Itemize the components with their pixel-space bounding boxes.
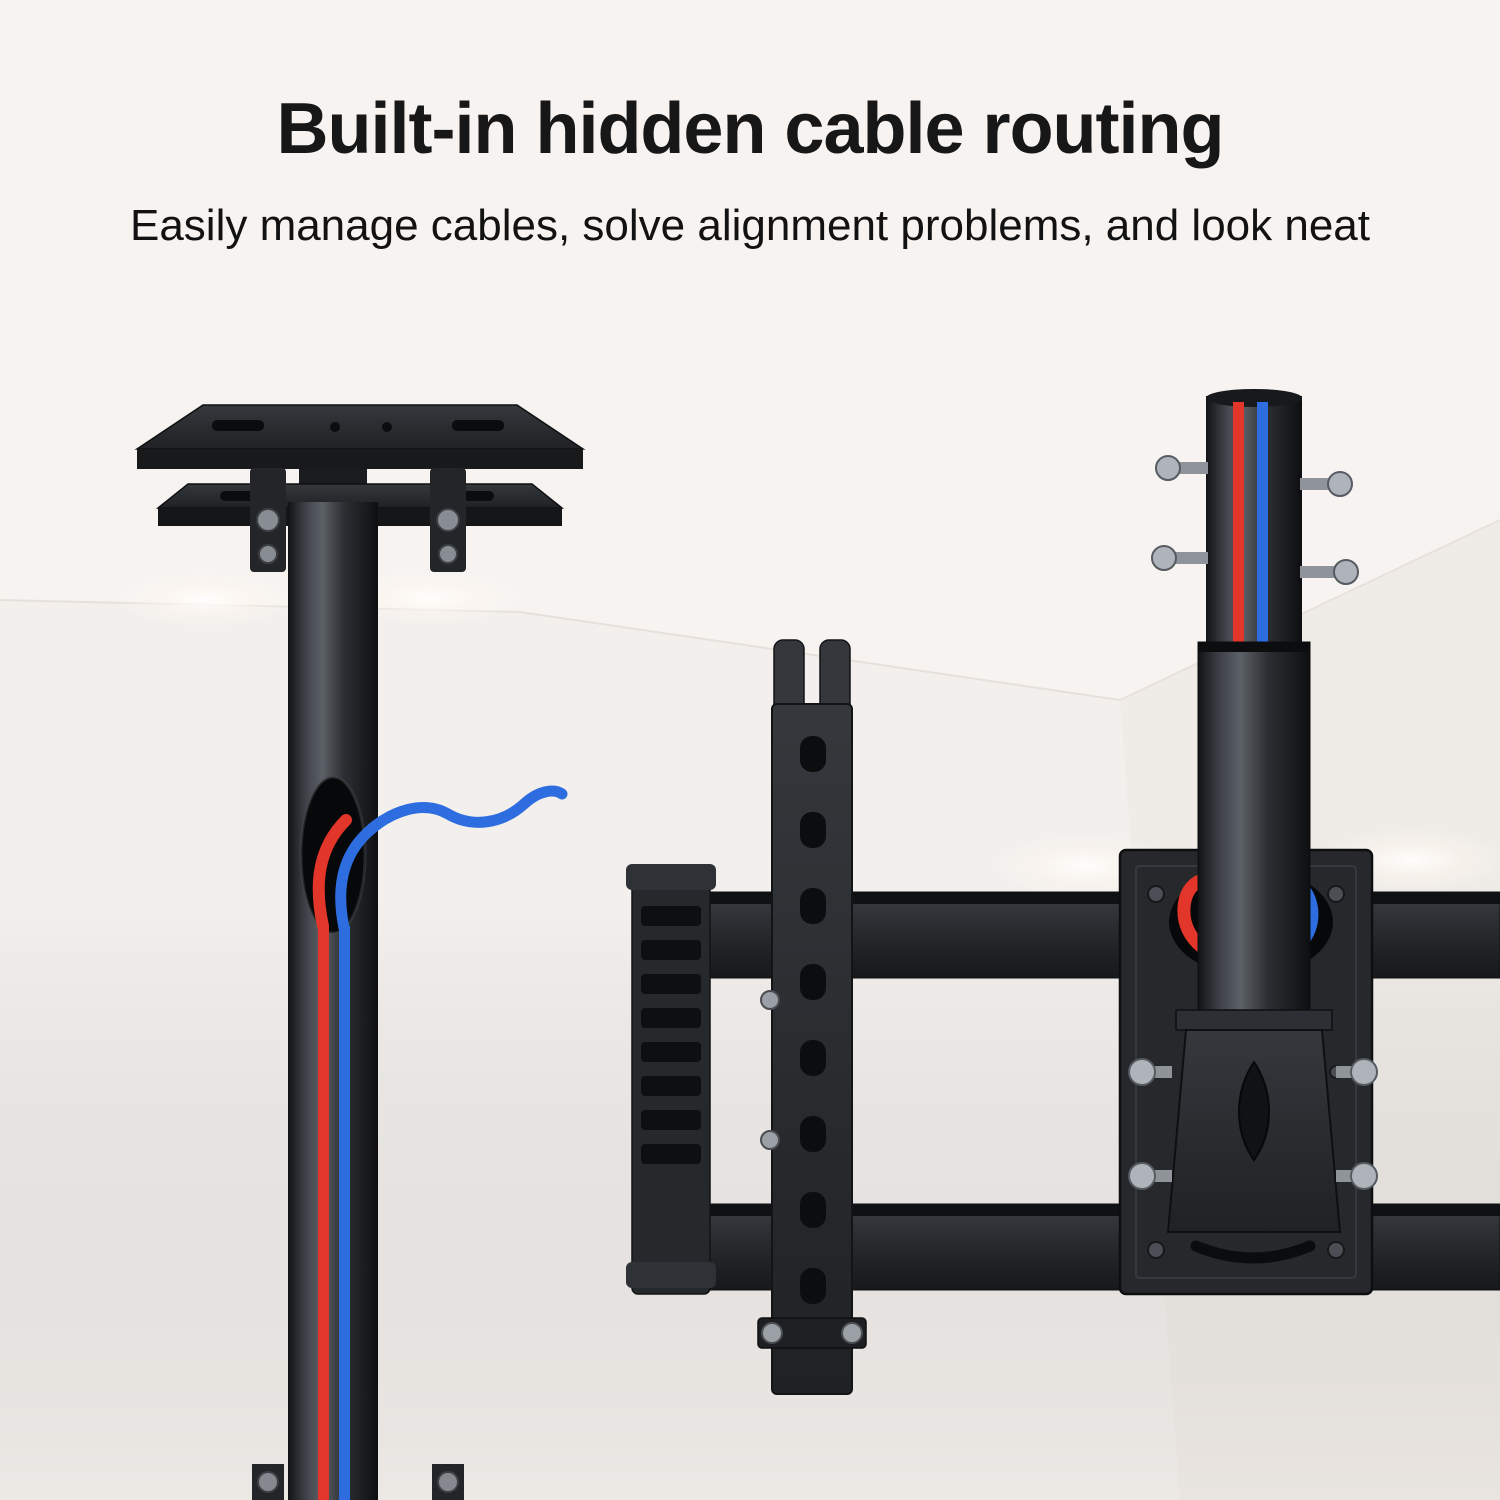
bracket-slot xyxy=(800,964,826,1000)
clamp-cutout xyxy=(1238,1060,1270,1162)
plate-hole xyxy=(382,422,392,432)
lower-pole-tube xyxy=(1197,641,1311,1035)
vent-slat xyxy=(641,940,701,960)
pole-top-cap xyxy=(1206,389,1302,407)
bolt xyxy=(258,544,278,564)
bolt-shaft xyxy=(1300,566,1344,578)
bracket-slot xyxy=(800,1192,826,1228)
bolt xyxy=(437,1471,459,1493)
blue-cable-run xyxy=(339,926,350,1500)
bracket-hook xyxy=(773,639,805,715)
headline: Built-in hidden cable routing xyxy=(276,89,1225,169)
plate-slot-curved xyxy=(1190,1240,1316,1264)
red-cable xyxy=(312,814,352,932)
ceiling-pole-assembly xyxy=(134,404,586,1500)
plate-screw xyxy=(1327,1241,1345,1259)
vent-slat xyxy=(641,906,701,926)
bracket-slot xyxy=(800,736,826,772)
plate-screw xyxy=(1327,885,1345,903)
bolt xyxy=(1128,1162,1156,1190)
red-cable-run xyxy=(318,926,329,1500)
bolt xyxy=(760,990,780,1010)
tube-seam xyxy=(1198,642,1310,652)
bolt xyxy=(761,1322,783,1344)
bolt xyxy=(257,1471,279,1493)
plate-screw xyxy=(1147,885,1165,903)
blue-cable xyxy=(335,785,568,934)
plate-slot xyxy=(212,420,264,431)
tv-bracket-assembly xyxy=(626,389,1500,1395)
locking-clip xyxy=(757,1317,867,1349)
ceiling-light-glow xyxy=(340,570,520,626)
bolt xyxy=(1327,471,1353,497)
vent-slat xyxy=(641,1008,701,1028)
bracket-slot xyxy=(800,1116,826,1152)
clamp-flange xyxy=(1175,1009,1333,1031)
bracket-slot xyxy=(800,888,826,924)
ceiling-light-glow xyxy=(115,572,295,628)
red-cable-run xyxy=(1233,402,1244,660)
bracket-slot xyxy=(800,1268,826,1304)
bolt-shaft xyxy=(1300,478,1336,490)
ceiling-plate-top-edge xyxy=(137,449,583,469)
bolt xyxy=(1151,545,1177,571)
bolt xyxy=(436,508,460,532)
upper-pole xyxy=(1206,396,1302,664)
plate-screw xyxy=(1147,1241,1165,1259)
bolt xyxy=(841,1322,863,1344)
bolt xyxy=(1155,455,1181,481)
subheadline: Easily manage cables, solve alignment pr… xyxy=(129,200,1371,250)
bolt xyxy=(1333,559,1359,585)
bolt xyxy=(1128,1058,1156,1086)
blue-cable-run xyxy=(1257,402,1268,660)
vent-slat xyxy=(641,1144,701,1164)
vent-slat xyxy=(641,1042,701,1062)
cable-hole-rim xyxy=(299,775,367,935)
plate-hole xyxy=(330,422,340,432)
caption-block: Built-in hidden cable routing Easily man… xyxy=(0,0,1500,250)
vent-cap-bottom xyxy=(626,1262,716,1288)
vent-slat xyxy=(641,1110,701,1130)
bracket-slot xyxy=(800,812,826,848)
plate-slot xyxy=(452,420,504,431)
vent-slat xyxy=(641,974,701,994)
ceiling-pole xyxy=(288,502,378,1500)
bolt xyxy=(256,508,280,532)
vent-slat xyxy=(641,1076,701,1096)
bolt-shaft xyxy=(1172,462,1208,474)
bolt xyxy=(760,1130,780,1150)
bracket-hook xyxy=(819,639,851,715)
bolt xyxy=(438,544,458,564)
bracket-slot xyxy=(800,1040,826,1076)
ceiling-plate-top xyxy=(134,404,586,450)
bolt xyxy=(1350,1058,1378,1086)
vent-cap-top xyxy=(626,864,716,890)
bolt xyxy=(1350,1162,1378,1190)
